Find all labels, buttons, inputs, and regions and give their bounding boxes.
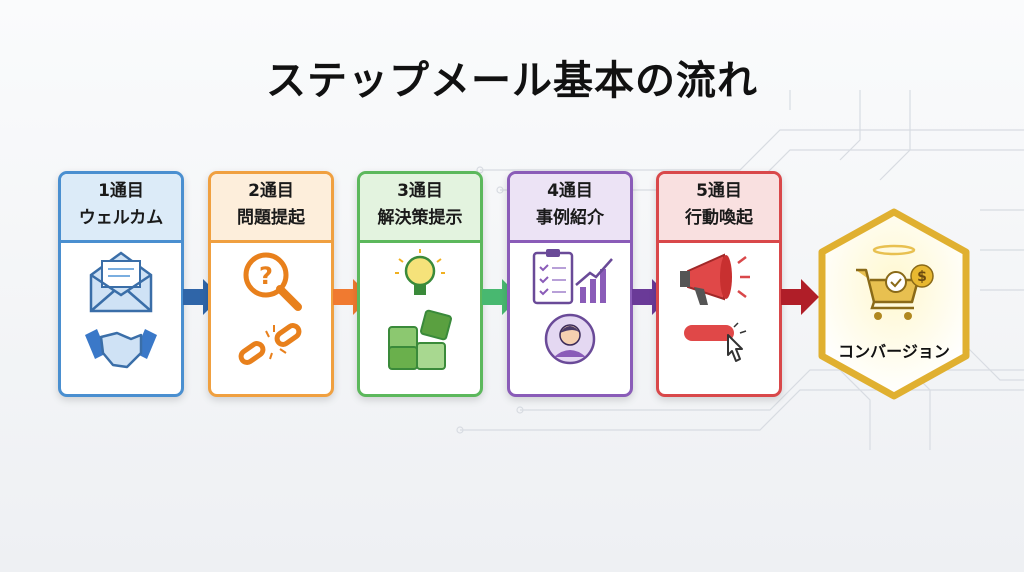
step-card-1: 1通目 ウェルカム xyxy=(58,171,184,397)
step-card-2: 2通目 問題提起 ? xyxy=(208,171,334,397)
lightbulb-icon xyxy=(395,249,445,295)
conversion-label: コンバージョン xyxy=(838,342,950,361)
click-button-icon xyxy=(684,322,747,362)
step-label: ウェルカム xyxy=(78,208,164,228)
clipboard-chart-icon xyxy=(532,249,613,305)
halo-icon xyxy=(872,244,916,256)
step-card-3: 3通目 解決策提示 xyxy=(357,171,483,397)
step-number: 3通目 xyxy=(397,181,443,201)
arrow-icon xyxy=(781,279,819,315)
step-label: 解決策提示 xyxy=(377,208,463,228)
cart-icon xyxy=(856,268,920,320)
megaphone-icon xyxy=(680,253,750,305)
step-header: 2通目 問題提起 xyxy=(211,174,331,243)
broken-chain-icon xyxy=(238,323,302,365)
step-number: 5通目 xyxy=(696,181,742,201)
step-header: 3通目 解決策提示 xyxy=(360,174,480,243)
envelope-icon xyxy=(89,251,153,313)
step-number: 2通目 xyxy=(248,181,294,201)
step-card-5: 5通目 行動喚起 xyxy=(656,171,782,397)
step-number: 1通目 xyxy=(98,181,144,201)
puzzle-icon xyxy=(388,309,452,370)
step-number: 4通目 xyxy=(547,181,593,201)
magnifier-question-icon: ? xyxy=(243,252,302,311)
dollar-coin-icon: $ xyxy=(910,264,934,288)
step-card-4: 4通目 事例紹介 xyxy=(507,171,633,397)
svg-text:?: ? xyxy=(259,262,273,290)
handshake-icon xyxy=(85,329,157,369)
step-header: 4通目 事例紹介 xyxy=(510,174,630,243)
step-label: 問題提起 xyxy=(237,208,305,228)
step-label: 行動喚起 xyxy=(685,208,753,228)
step-header: 5通目 行動喚起 xyxy=(659,174,779,243)
conversion-badge: $ xyxy=(818,208,970,400)
person-icon xyxy=(544,313,596,365)
page-title: ステップメール基本の流れ xyxy=(266,58,758,104)
svg-text:$: $ xyxy=(917,269,927,285)
step-header: 1通目 ウェルカム xyxy=(61,174,181,243)
step-label: 事例紹介 xyxy=(536,208,604,228)
